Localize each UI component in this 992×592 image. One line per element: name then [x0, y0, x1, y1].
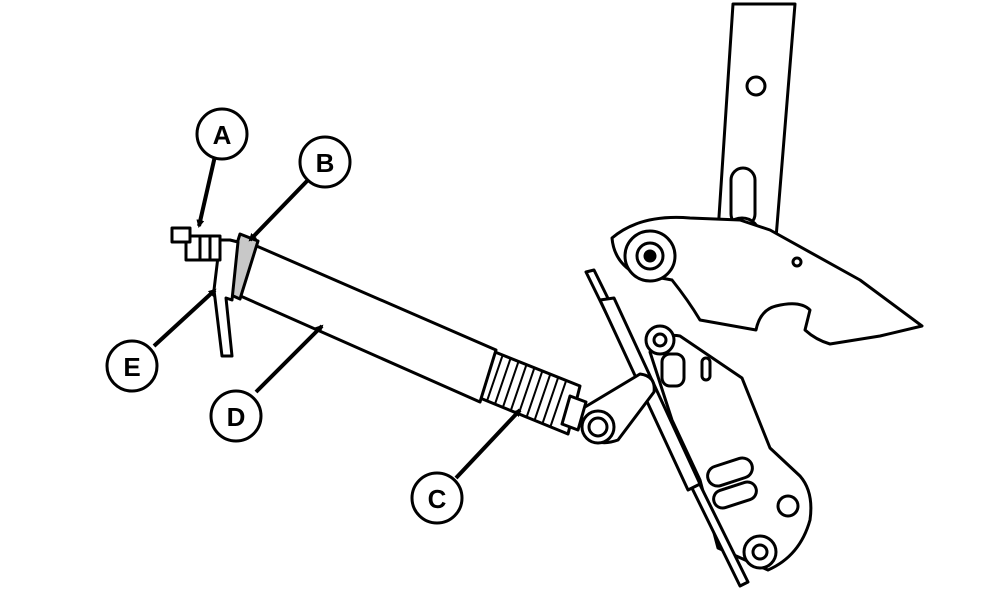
- bolt-nut: [170, 226, 222, 262]
- cylinder-body: [234, 242, 498, 404]
- leader-d: [254, 324, 324, 394]
- nut: [184, 234, 222, 262]
- leader-c: [454, 408, 522, 480]
- rod-boot: [478, 350, 588, 436]
- upper-arm-hole: [745, 75, 767, 97]
- hook-plate: [610, 215, 924, 346]
- callout-e-circle: [105, 339, 159, 393]
- callout-a-circle: [195, 107, 249, 161]
- callout-d-circle: [209, 389, 263, 443]
- callout-c-label: C: [428, 484, 447, 514]
- bolt-end: [170, 226, 192, 244]
- leader-b: [248, 178, 310, 242]
- lower-bracket-small-hole: [776, 494, 800, 518]
- lower-bracket: [648, 333, 813, 572]
- bracket-pin: [660, 352, 686, 388]
- callout-d-label: D: [227, 402, 246, 432]
- mounting-bracket: [212, 238, 240, 358]
- rod-end-link: [578, 372, 656, 445]
- callout-leaders: [152, 155, 522, 480]
- callout-b-label: B: [316, 148, 335, 178]
- leader-a: [196, 155, 217, 228]
- bracket-slot-1: [706, 456, 754, 488]
- callout-c-circle: [410, 471, 464, 525]
- bracket-slot-2: [712, 480, 758, 510]
- hook-plate-hole: [791, 256, 803, 268]
- callout-e-label: E: [123, 352, 140, 382]
- bracket-pivot: [644, 324, 712, 388]
- callout-a-label: A: [213, 120, 232, 150]
- boot-collar: [560, 394, 588, 432]
- callout-b-circle: [298, 135, 352, 189]
- leader-e: [152, 288, 217, 348]
